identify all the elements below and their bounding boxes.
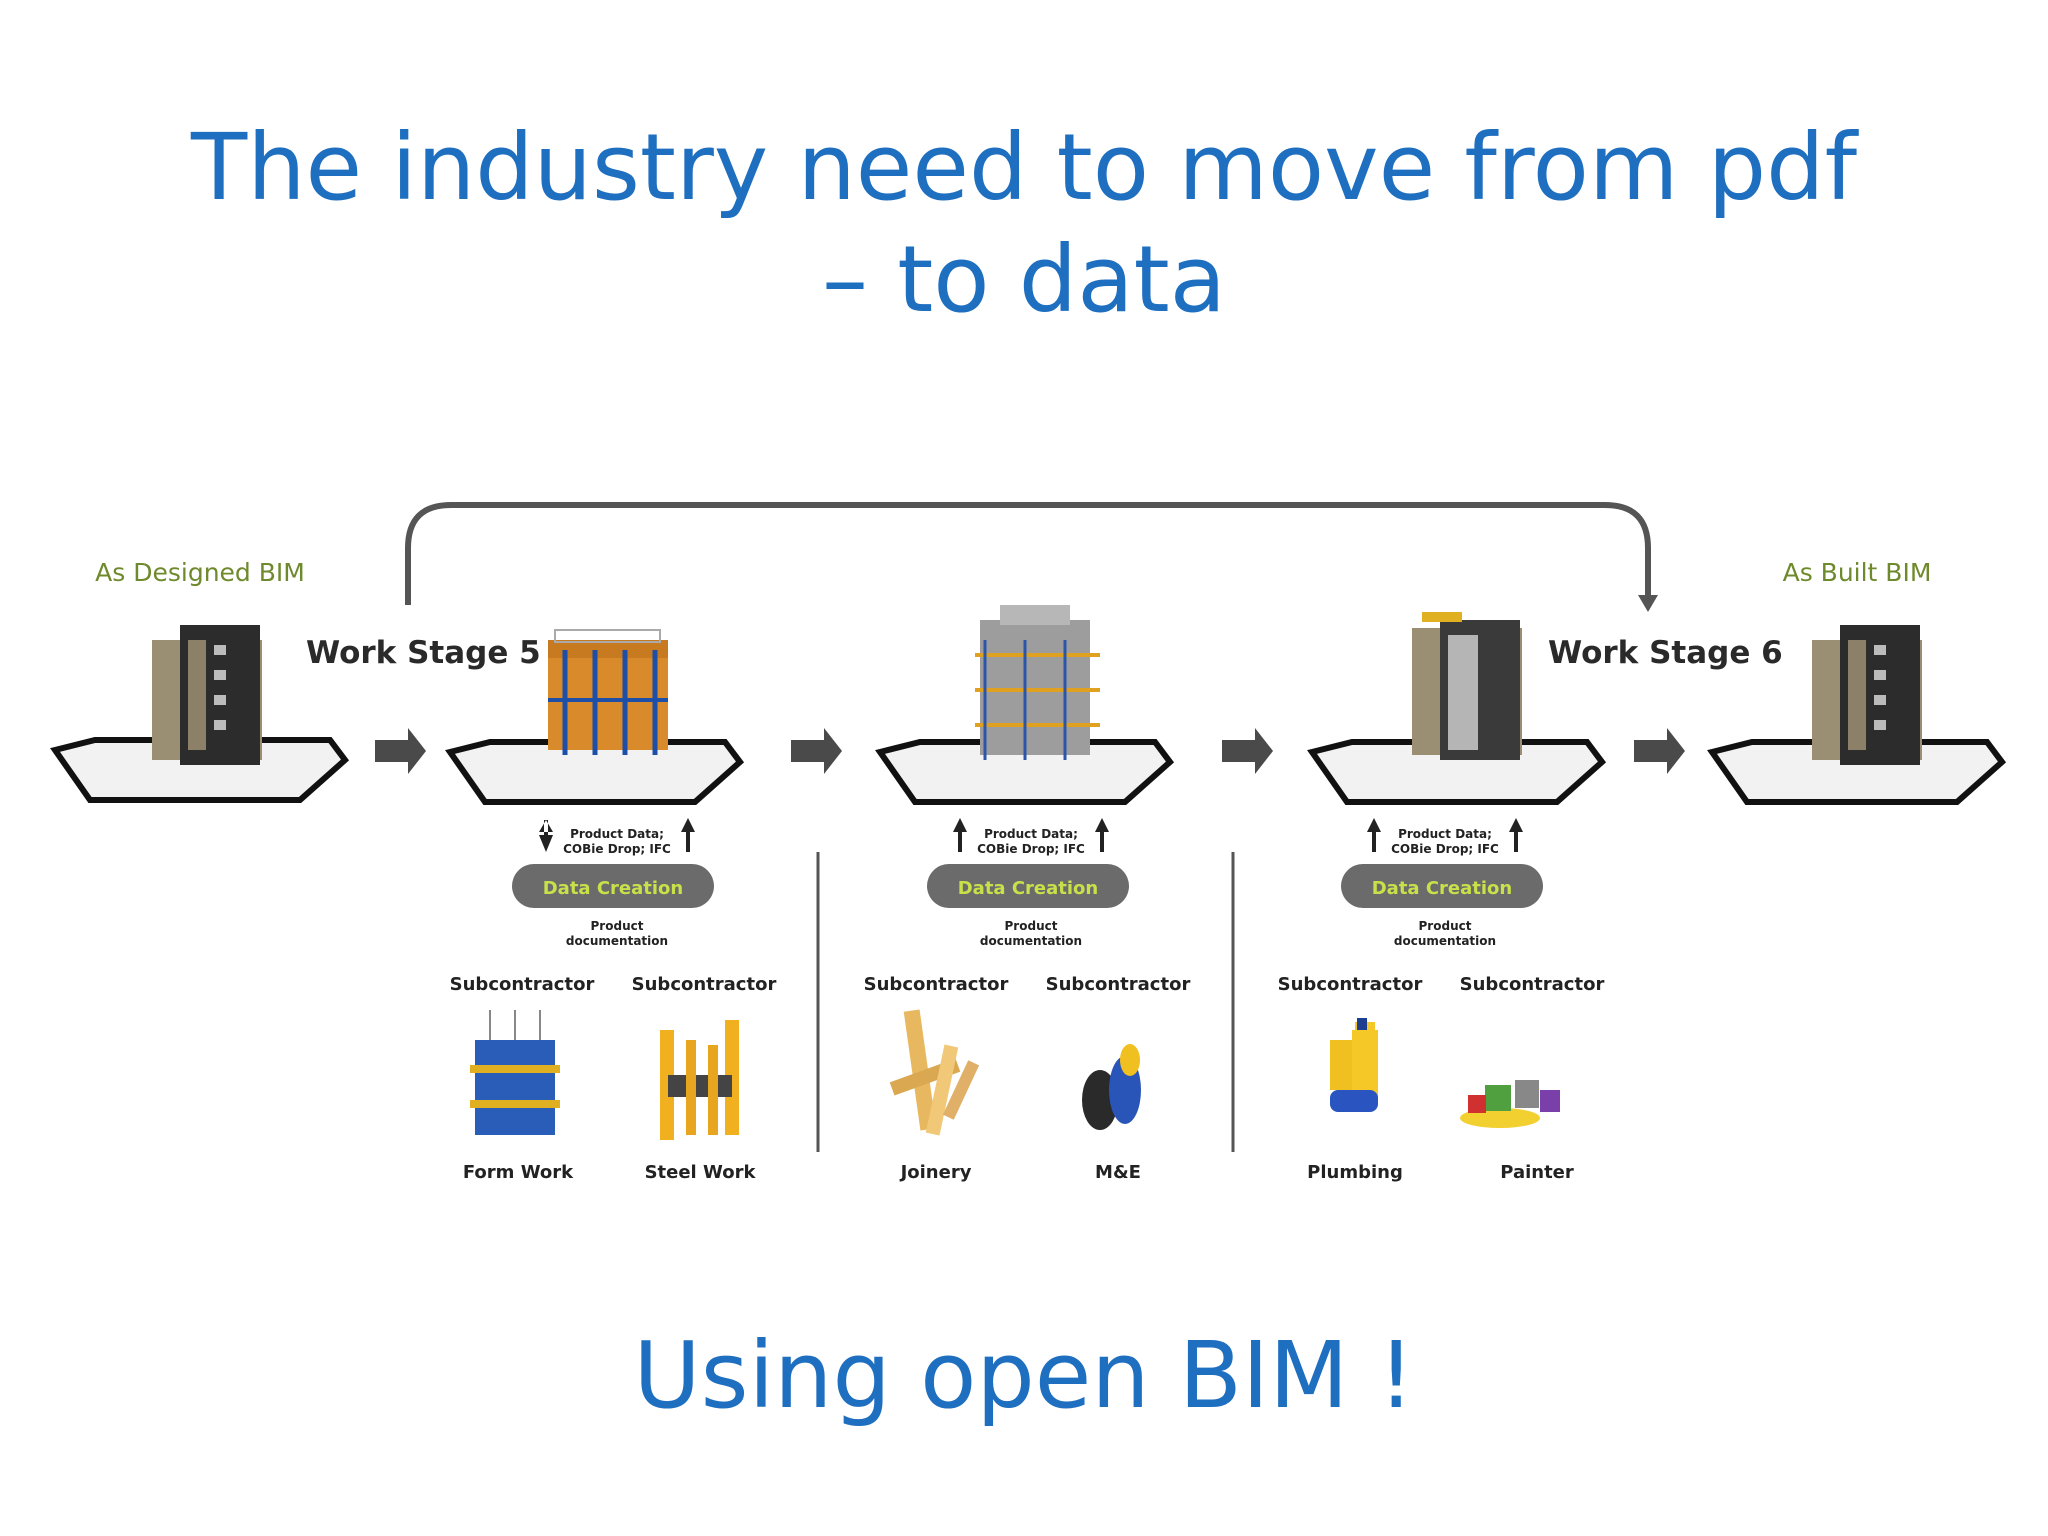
form-work-icon xyxy=(475,1040,555,1135)
data-creation-pill xyxy=(927,864,1129,908)
work-stage-6-station xyxy=(1307,612,1607,805)
as-built-bim-label: As Built BIM xyxy=(1783,558,1932,587)
subcontractor-label: Subcontractor xyxy=(1046,974,1191,995)
as-designed-station xyxy=(50,625,350,803)
work-stage-5-station xyxy=(445,629,745,805)
trade-label-m-and-e: M&E xyxy=(1095,1162,1141,1183)
flow-arrow-2 xyxy=(791,728,842,774)
work-stage-5-label: Work Stage 5 xyxy=(306,635,541,671)
loop-connector xyxy=(405,502,1651,605)
middle-stage-station xyxy=(875,605,1175,805)
subcontractor-label: Subcontractor xyxy=(632,974,777,995)
trade-label-plumbing: Plumbing xyxy=(1307,1162,1403,1183)
subcontractor-label: Subcontractor xyxy=(1460,974,1605,995)
data-creation-label: Data Creation xyxy=(958,878,1099,899)
tablet-icon xyxy=(1707,739,2007,805)
flow-arrow-3 xyxy=(1222,728,1273,774)
cobie-ifc-label: COBie Drop; IFC xyxy=(1391,842,1499,856)
trade-label-joinery: Joinery xyxy=(899,1162,972,1183)
flow-arrow-1 xyxy=(375,728,426,774)
subcontractor-label: Subcontractor xyxy=(1278,974,1423,995)
as-designed-bim-label: As Designed BIM xyxy=(95,558,305,587)
as-built-station xyxy=(1707,625,2007,805)
slide-title-line-2: – to data xyxy=(821,226,1227,333)
documentation-label: documentation xyxy=(1394,934,1496,948)
trade-label-steel-work: Steel Work xyxy=(645,1162,757,1183)
data-column-2: Product Data; COBie Drop; IFC Data Creat… xyxy=(864,818,1191,1183)
product-data-label: Product Data; xyxy=(984,827,1078,841)
product-data-label: Product Data; xyxy=(570,827,664,841)
documentation-label: documentation xyxy=(566,934,668,948)
trade-label-form-work: Form Work xyxy=(463,1162,574,1183)
data-column-3: Product Data; COBie Drop; IFC Data Creat… xyxy=(1278,818,1605,1183)
data-creation-label: Data Creation xyxy=(1372,878,1513,899)
plumbing-icon xyxy=(1330,1040,1352,1090)
data-creation-pill xyxy=(512,864,714,908)
work-stage-6-label: Work Stage 6 xyxy=(1548,635,1783,671)
slide-title: The industry need to move from pdf – to … xyxy=(0,112,2048,336)
tablet-icon xyxy=(875,739,1175,805)
product-doc-label: Product xyxy=(1419,919,1472,933)
data-column-1: Product Data; COBie Drop; IFC Data Creat… xyxy=(450,818,777,1183)
cobie-ifc-label: COBie Drop; IFC xyxy=(977,842,1085,856)
trade-label-painter: Painter xyxy=(1500,1162,1574,1183)
tablet-icon xyxy=(50,737,350,803)
flow-arrow-4 xyxy=(1634,728,1685,774)
subcontractor-label: Subcontractor xyxy=(864,974,1009,995)
data-creation-label: Data Creation xyxy=(543,878,684,899)
joinery-icon xyxy=(903,1009,937,1131)
cobie-ifc-label: COBie Drop; IFC xyxy=(563,842,671,856)
product-doc-label: Product xyxy=(591,919,644,933)
slide-title-line-1: The industry need to move from pdf xyxy=(191,114,1857,221)
documentation-label: documentation xyxy=(980,934,1082,948)
building-scaffold-icon xyxy=(980,620,1090,755)
steel-work-icon xyxy=(660,1030,674,1140)
subcontractor-label: Subcontractor xyxy=(450,974,595,995)
product-doc-label: Product xyxy=(1005,919,1058,933)
data-creation-pill xyxy=(1341,864,1543,908)
m-and-e-icon xyxy=(1082,1070,1118,1130)
up-arrow-icon xyxy=(539,820,553,852)
product-data-label: Product Data; xyxy=(1398,827,1492,841)
building-formwork-icon xyxy=(548,655,668,750)
tablet-icon xyxy=(445,739,745,805)
tablet-icon xyxy=(1307,739,1607,805)
loop-connector-arrowhead xyxy=(1638,595,1658,612)
closing-statement: Using open BIM ! xyxy=(633,1322,1415,1429)
